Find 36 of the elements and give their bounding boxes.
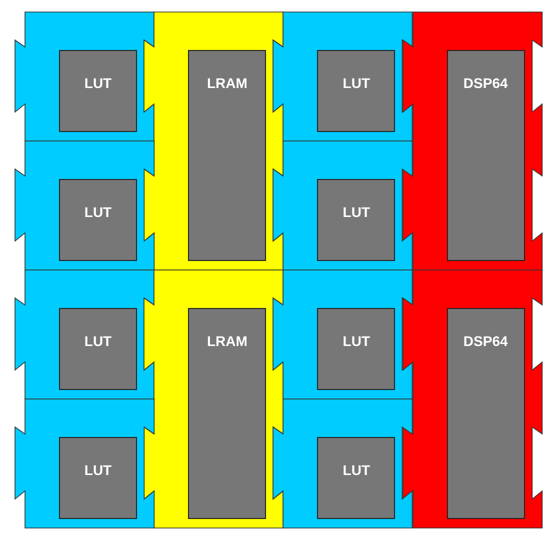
block-label: DSP64 [462, 333, 509, 349]
logic-block [446, 308, 525, 519]
block-label: LUT [342, 204, 371, 220]
puzzle-tile [144, 270, 284, 528]
logic-block [317, 50, 396, 132]
logic-block [188, 308, 266, 519]
logic-block [59, 179, 137, 261]
puzzle-tile [144, 12, 284, 270]
logic-block [188, 50, 266, 261]
puzzle-tile [273, 270, 413, 399]
block-label: LUT [83, 333, 113, 349]
logic-block [317, 437, 396, 519]
logic-block [317, 179, 396, 261]
puzzle-tile [402, 270, 542, 528]
logic-block [317, 308, 396, 390]
logic-block [59, 308, 137, 390]
puzzle-tile [15, 141, 154, 270]
block-label: LUT [342, 333, 371, 349]
block-label: LUT [342, 75, 371, 91]
puzzle-tile [15, 270, 154, 399]
block-label: LUT [342, 462, 371, 478]
block-label: LRAM [206, 75, 248, 91]
puzzle-tile [273, 141, 413, 270]
block-label: DSP64 [462, 75, 509, 91]
puzzle-tile [273, 399, 413, 528]
logic-block [59, 437, 137, 519]
puzzle-tile [15, 12, 154, 141]
puzzle-tile [402, 12, 542, 270]
logic-block [446, 50, 525, 261]
block-label: LRAM [206, 333, 248, 349]
logic-block [59, 50, 137, 132]
block-label: LUT [83, 75, 113, 91]
puzzle-tile [273, 12, 413, 141]
puzzle-tile [15, 399, 154, 528]
block-label: LUT [83, 462, 113, 478]
block-label: LUT [83, 204, 113, 220]
